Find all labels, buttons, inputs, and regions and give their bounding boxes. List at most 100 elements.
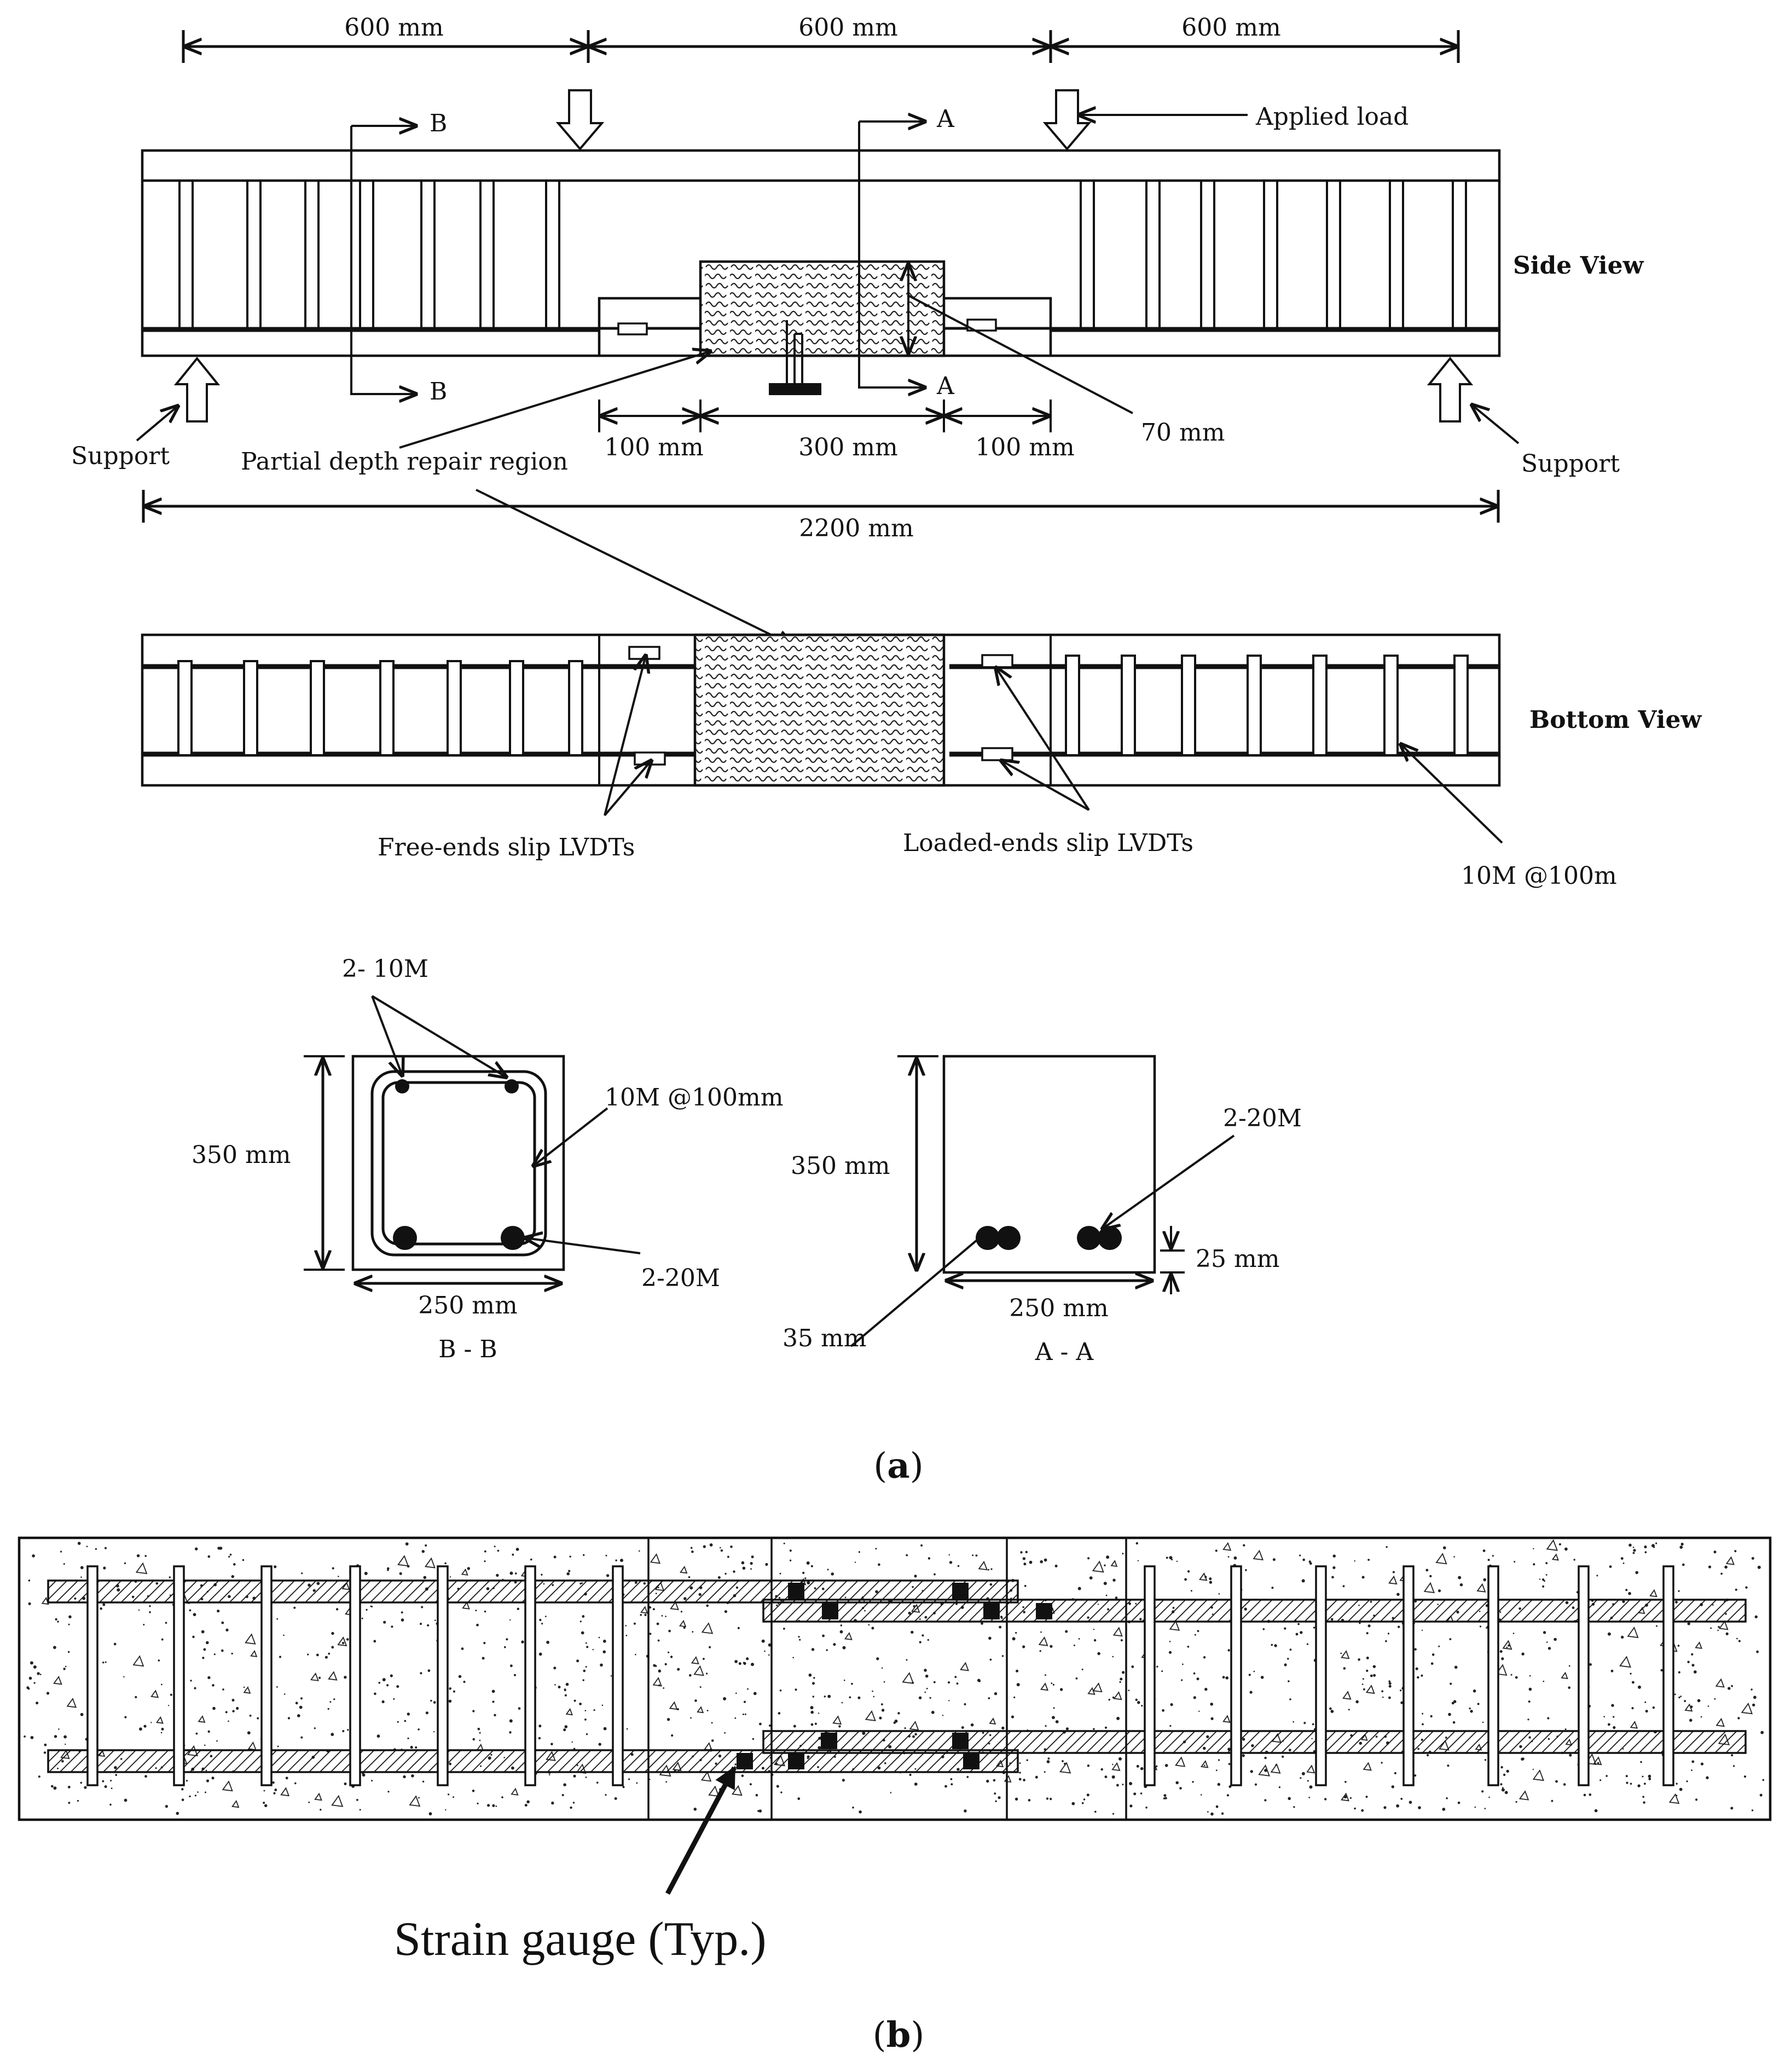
stirrup-b [1487, 1565, 1499, 1786]
support-arrow-right [1427, 356, 1474, 422]
section-aa-title: A - A [1035, 1338, 1094, 1366]
stirrup-b [1144, 1565, 1156, 1786]
bottom-repair-region [693, 633, 946, 787]
strain-gauge-marker [821, 1733, 837, 1749]
side-view-label: Side View [1513, 252, 1644, 280]
strain-gauge-marker [952, 1583, 969, 1599]
section-bb-height-label: 350 mm [192, 1141, 291, 1169]
section-cut-b [350, 126, 416, 394]
section-aa-spacing-label: 35 mm [783, 1324, 866, 1352]
stirrup-b [260, 1565, 273, 1786]
stirrup-spacing-label: 10M @100m [1461, 862, 1617, 890]
section-bb-top-bars-label: 2- 10M [342, 955, 428, 983]
top-dim-middle: 600 mm [798, 14, 897, 42]
side-gauge-post [769, 320, 821, 395]
section-bb: 350 mm 250 mm B - B 2- 10M 10M @100mm 2-… [192, 955, 783, 1363]
section-aa-spacing-leader [850, 1237, 981, 1347]
section-bb-bottom-bar [393, 1226, 417, 1250]
section-bb-width-label: 250 mm [418, 1292, 517, 1319]
section-bb-top-bar [395, 1079, 409, 1093]
strain-gauge-marker [983, 1603, 1000, 1619]
stirrup-b [1315, 1565, 1327, 1786]
section-bb-top-bar [505, 1079, 519, 1093]
section-aa-cover-label: 25 mm [1196, 1245, 1279, 1273]
section-bb-stirrups-label: 10M @100mm [605, 1084, 783, 1112]
section-aa-bar [1077, 1226, 1101, 1250]
strain-gauge-marker [788, 1583, 804, 1599]
side-lvdt-left [617, 322, 648, 335]
stirrup-b [1662, 1565, 1674, 1786]
stirrup-b [524, 1565, 536, 1786]
lvdt-leaders [604, 656, 1503, 844]
figure-b-stirrups [86, 1565, 1674, 1786]
side-stirrups-right [1080, 181, 1467, 329]
section-b-bottom-label: B [430, 378, 447, 406]
section-aa: 25 mm 350 mm 2-20M 250 mm A - A 35 mm [783, 1055, 1302, 1366]
bottom-view-label: Bottom View [1529, 706, 1702, 734]
section-aa-cover-dim [1160, 1226, 1185, 1294]
strain-gauge-leader [665, 1766, 737, 1895]
section-aa-bars-label: 2-20M [1223, 1104, 1302, 1132]
total-length-dimension [142, 490, 1500, 523]
dim-300: 300 mm [798, 433, 897, 461]
section-cut-a [858, 121, 925, 387]
section-a-top-label: A [936, 105, 955, 133]
load-arrow-right [1042, 89, 1092, 151]
stirrup-b [1230, 1565, 1242, 1786]
repair-region-leader-top [399, 351, 710, 449]
stirrup-b [1402, 1565, 1415, 1786]
support-arrow-left [173, 356, 221, 422]
total-length-label: 2200 mm [799, 514, 913, 542]
caption-b: (b) [873, 2015, 925, 2056]
dim-70-label: 70 mm [1141, 419, 1225, 447]
section-aa-width-label: 250 mm [1009, 1294, 1108, 1322]
loaded-ends-label: Loaded-ends slip LVDTs [903, 829, 1193, 857]
stirrup-b [86, 1565, 98, 1786]
top-dimensions [182, 30, 1460, 63]
section-bb-title: B - B [438, 1335, 497, 1363]
stirrup-b [1578, 1565, 1590, 1786]
caption-a: (a) [873, 1445, 923, 1486]
support-right-leader [1472, 405, 1520, 444]
section-a-bottom-label: A [936, 372, 955, 400]
free-ends-label: Free-ends slip LVDTs [378, 834, 635, 861]
side-stirrups-left [178, 181, 560, 329]
side-lvdt-right [966, 319, 997, 332]
repair-dimensions [598, 400, 1052, 432]
stirrup-b [612, 1565, 624, 1786]
stirrup-b [173, 1565, 185, 1786]
bottom-section-lines [598, 635, 1052, 785]
stirrup-b [349, 1565, 361, 1786]
stirrup-b [437, 1565, 449, 1786]
section-aa-bar [976, 1226, 1000, 1250]
strain-gauge-marker [737, 1753, 753, 1769]
strain-gauges [737, 1583, 1052, 1769]
applied-load-label: Applied load [1255, 103, 1409, 131]
repair-region-leader-bottom [476, 489, 793, 646]
support-left-leader [136, 406, 178, 442]
top-dim-left: 600 mm [344, 14, 443, 42]
dim-100-right: 100 mm [975, 433, 1074, 461]
strain-gauge-marker [963, 1753, 979, 1769]
section-aa-bar [1098, 1226, 1122, 1250]
strain-gauge-marker [1036, 1603, 1052, 1619]
bottom-stirrups [177, 655, 1469, 756]
support-right-label: Support [1521, 450, 1620, 478]
strain-gauge-marker [952, 1733, 969, 1749]
section-aa-bar [996, 1226, 1021, 1250]
section-aa-bars-leader [1103, 1135, 1235, 1229]
figure-b: Strain gauge (Typ.) [18, 1536, 1772, 1966]
load-arrow-left [555, 89, 605, 151]
repair-region-label: Partial depth repair region [241, 448, 568, 476]
bottom-view: Free-ends slip LVDTs Loaded-ends slip LV… [141, 633, 1702, 890]
strain-gauge-marker [822, 1603, 838, 1619]
strain-gauge-marker [788, 1753, 804, 1769]
section-bb-bottom-bars-label: 2-20M [641, 1264, 720, 1292]
section-bb-leaders [371, 995, 641, 1254]
dim-70-leader [908, 294, 1133, 414]
strain-gauge-label: Strain gauge (Typ.) [394, 1913, 767, 1966]
top-dim-right: 600 mm [1181, 14, 1280, 42]
support-left-label: Support [71, 442, 170, 470]
section-aa-height-label: 350 mm [791, 1152, 890, 1180]
